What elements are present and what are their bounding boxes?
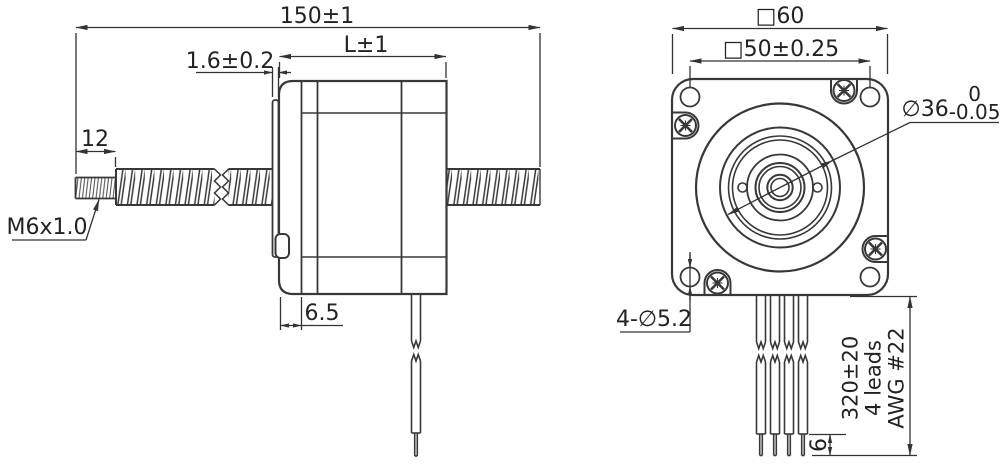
- bearing-boss-circle: [754, 162, 806, 213]
- front-face-circles: [694, 102, 866, 273]
- assembly-screw-top: [830, 79, 858, 105]
- mounting-hole-bottom-right: [859, 266, 881, 288]
- assembly-screw-bottom: [703, 269, 732, 295]
- screw-break-left-edge: [213, 168, 222, 206]
- dim-overall-label: 150±1: [279, 4, 355, 29]
- lead-length-label: 320±20: [838, 335, 863, 421]
- lead-wire-4: [797, 296, 809, 457]
- pilot-tolerance-stack: 0-0.05: [948, 82, 1000, 124]
- retainer-screw-hole-left: [737, 182, 748, 193]
- motor-lead-wires: [755, 296, 809, 457]
- pilot-diameter-value: ∅36: [901, 97, 949, 122]
- mounting-hole-top-right: [859, 86, 881, 108]
- side-view-dimensions: [12, 24, 541, 330]
- lead-screw-mid-section: [221, 168, 273, 206]
- m6-threaded-tip: [74, 176, 116, 200]
- strip-length-label: 6: [807, 438, 832, 452]
- leader-m6-arrow: [85, 199, 100, 241]
- thread-callout-label: M6x1.0: [6, 215, 88, 240]
- lead-screw-rear-section: [446, 168, 541, 206]
- motor-lead-wire-side: [410, 294, 422, 457]
- shaft-circle: [766, 173, 794, 202]
- front-face-outline: [670, 77, 890, 297]
- bearing-bore-circle: [758, 165, 802, 210]
- dim-body-length-label: L±1: [343, 33, 389, 58]
- motor-body-outline: [277, 79, 448, 296]
- retainer-screw-hole-right: [812, 182, 823, 193]
- mounting-hole-top-left: [679, 86, 701, 108]
- lead-count-label: 4 leads: [861, 340, 886, 416]
- frame-size-label: □60: [755, 4, 805, 29]
- front-plate: [271, 99, 280, 258]
- front-plate-tab: [274, 233, 290, 259]
- end-plate-circle: [694, 102, 866, 273]
- lead-wire-2: [769, 296, 781, 457]
- pilot-boss-circle: [719, 126, 841, 249]
- retainer-outer-circle: [727, 135, 833, 240]
- mounting-holes-label: 4-∅5.2: [615, 307, 693, 332]
- shaft-bore-circle: [770, 177, 790, 198]
- front-view-dimensions: [620, 25, 999, 457]
- assembly-screw-left: [672, 111, 700, 140]
- front-view: [620, 25, 999, 457]
- hole-spacing-label: □50±0.25: [722, 37, 840, 62]
- lead-wire-1: [755, 296, 767, 457]
- pilot-tol-lower: -0.05: [948, 100, 1000, 124]
- lead-wire-3: [783, 296, 795, 457]
- retainer-inner-circle: [731, 139, 829, 236]
- wire-gauge-label: AWG #22: [884, 327, 909, 429]
- leader-pilot: [832, 121, 911, 162]
- lead-screw-front-section: [115, 168, 222, 206]
- tip-thread-length-label: 12: [81, 127, 109, 152]
- screw-break-right-edge: [221, 168, 230, 206]
- pilot-tol-upper: 0: [968, 82, 981, 106]
- side-view: [12, 24, 541, 457]
- plate-thickness-label: 1.6±0.2: [185, 49, 275, 74]
- assembly-screw-right: [861, 235, 888, 263]
- front-offset-label: 6.5: [304, 301, 340, 326]
- dim-pilot-arrow-upper: [779, 159, 833, 189]
- dim-pilot-arrow-lower: [727, 186, 781, 216]
